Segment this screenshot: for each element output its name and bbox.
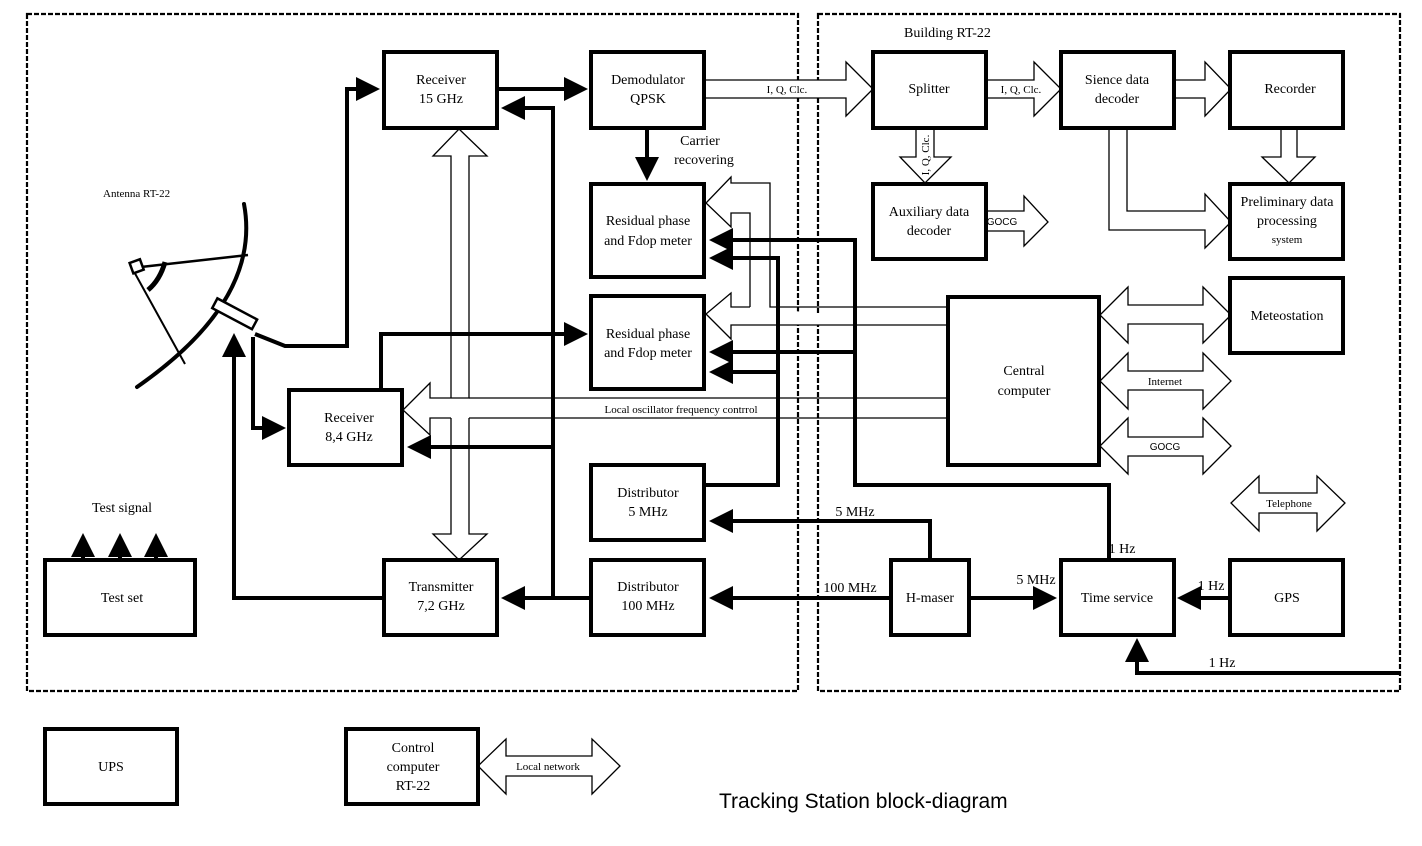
recorder-label: Recorder <box>1264 82 1316 97</box>
hmaser-label: H-maser <box>906 591 955 606</box>
bus-aux-gocg <box>987 194 1049 248</box>
dist100-label-2: 100 MHz <box>621 599 674 614</box>
block-h-maser[interactable]: H-maser <box>889 558 971 637</box>
control-label-1: Control <box>392 741 435 756</box>
block-prelim-processing[interactable]: Preliminary data processing system <box>1228 182 1345 261</box>
demod-label-2: QPSK <box>630 92 666 107</box>
receiver-15-label-2: 15 GHz <box>419 92 463 107</box>
receiver-84-label-1: Receiver <box>324 411 374 426</box>
central-label-1: Central <box>1003 364 1044 379</box>
science-label-1: Sience data <box>1085 73 1150 88</box>
receiver-15-label-1: Receiver <box>416 73 466 88</box>
wire-1hz-bottom <box>1125 638 1400 675</box>
bus-telephone <box>1230 474 1346 533</box>
aux-label-2: decoder <box>907 224 952 239</box>
wire-antenna-receiver84 <box>251 337 286 440</box>
iq-clc-science-label: I, Q, Clc. <box>1001 84 1042 96</box>
bus-science-recorder <box>1174 60 1232 118</box>
block-time-service[interactable]: Time service <box>1059 558 1176 637</box>
gocg-aux-label: GOCG <box>987 217 1018 228</box>
test-signal-label: Test signal <box>92 501 152 516</box>
science-label-2: decoder <box>1095 92 1140 107</box>
wire-transmitter-antenna <box>222 333 384 600</box>
bus-science-prelim <box>1108 128 1232 250</box>
dist5-label-1: Distributor <box>617 486 679 501</box>
wire-receiver84-residual2 <box>379 322 588 390</box>
ups-label: UPS <box>98 760 124 775</box>
freq-100mhz-label: 100 MHz <box>823 581 876 596</box>
transmitter-label-2: 7,2 GHz <box>417 599 464 614</box>
residual1-label-2: and Fdop meter <box>604 234 692 249</box>
dist100-label-1: Distributor <box>617 580 679 595</box>
control-label-3: RT-22 <box>396 779 430 794</box>
splitter-label: Splitter <box>908 82 950 97</box>
antenna-label: Antenna RT-22 <box>103 188 170 200</box>
wire-hmaser-dist5 <box>709 509 932 560</box>
receiver-84-label-2: 8,4 GHz <box>325 430 372 445</box>
block-distributor-100mhz[interactable]: Distributor 100 MHz <box>589 558 706 637</box>
block-gps[interactable]: GPS <box>1228 558 1345 637</box>
diagram-title: Tracking Station block-diagram <box>719 790 1008 813</box>
block-central-computer[interactable]: Central computer <box>946 295 1101 467</box>
transmitter-label-1: Transmitter <box>409 580 474 595</box>
bus-internet <box>1099 351 1232 411</box>
aux-label-1: Auxiliary data <box>889 205 970 220</box>
test-set-label: Test set <box>101 591 143 606</box>
block-ups[interactable]: UPS <box>43 727 179 806</box>
gps-label: GPS <box>1274 591 1300 606</box>
iq-clc-aux-label: I, Q, Clc. <box>920 134 932 175</box>
control-label-2: computer <box>387 760 440 775</box>
block-residual-phase-2[interactable]: Residual phase and Fdop meter <box>589 294 706 391</box>
building-label: Building RT-22 <box>904 26 991 41</box>
gocg-central-label: GOCG <box>1150 442 1181 453</box>
wire-time-residual1 <box>709 228 1111 560</box>
antenna-icon <box>127 202 259 389</box>
residual1-label-1: Residual phase <box>606 214 690 229</box>
block-residual-phase-1[interactable]: Residual phase and Fdop meter <box>589 182 706 279</box>
block-receiver-84ghz[interactable]: Receiver 8,4 GHz <box>287 388 404 467</box>
iq-clc-main-label: I, Q, Clc. <box>767 84 808 96</box>
bus-central-meteostation <box>1099 285 1232 345</box>
block-test-set[interactable]: Test set <box>43 558 197 637</box>
central-label-2: computer <box>998 384 1051 399</box>
block-meteostation[interactable]: Meteostation <box>1228 276 1345 355</box>
block-receiver-15ghz[interactable]: Receiver 15 GHz <box>382 50 499 130</box>
freq-1hz-gps-label: 1 Hz <box>1198 579 1225 594</box>
bus-local-network <box>477 737 621 796</box>
block-recorder[interactable]: Recorder <box>1228 50 1345 130</box>
bus-receiver-transmitter <box>431 128 489 399</box>
block-control-computer[interactable]: Control computer RT-22 <box>344 727 480 806</box>
lo-control-label: Local oscillator frequency contrrol <box>604 404 757 416</box>
prelim-label-3: system <box>1272 234 1303 246</box>
residual2-label-1: Residual phase <box>606 327 690 342</box>
internet-label: Internet <box>1148 376 1182 388</box>
demod-label-1: Demodulator <box>611 73 685 88</box>
wire-lo-receiver15 <box>501 96 555 598</box>
freq-1hz-bottom-label: 1 Hz <box>1209 656 1236 671</box>
time-service-label: Time service <box>1081 591 1153 606</box>
carrier-label-1: Carrier <box>680 134 720 149</box>
bus-recorder-prelim <box>1260 128 1317 184</box>
block-splitter[interactable]: Splitter <box>871 50 988 130</box>
block-demodulator-qpsk[interactable]: Demodulator QPSK <box>589 50 706 130</box>
meteostation-label: Meteostation <box>1250 309 1323 324</box>
prelim-label-1: Preliminary data <box>1241 195 1335 210</box>
block-distributor-5mhz[interactable]: Distributor 5 MHz <box>589 463 706 542</box>
bus-to-transmitter <box>431 418 489 561</box>
block-science-decoder[interactable]: Sience data decoder <box>1059 50 1176 130</box>
prelim-label-2: processing <box>1257 214 1317 229</box>
dist5-label-2: 5 MHz <box>628 505 667 520</box>
freq-5mhz-ts-label: 5 MHz <box>1016 573 1055 588</box>
residual2-label-2: and Fdop meter <box>604 346 692 361</box>
bus-gocg-central <box>1099 416 1232 476</box>
block-aux-decoder[interactable]: Auxiliary data decoder <box>871 182 988 261</box>
carrier-label-2: recovering <box>674 153 734 168</box>
telephone-label: Telephone <box>1266 498 1312 510</box>
block-transmitter[interactable]: Transmitter 7,2 GHz <box>382 558 499 637</box>
local-network-label: Local network <box>516 761 580 773</box>
freq-1hz-top-label: 1 Hz <box>1109 542 1136 557</box>
wire-antenna-receiver15 <box>254 77 380 348</box>
freq-5mhz-top-label: 5 MHz <box>835 505 874 520</box>
